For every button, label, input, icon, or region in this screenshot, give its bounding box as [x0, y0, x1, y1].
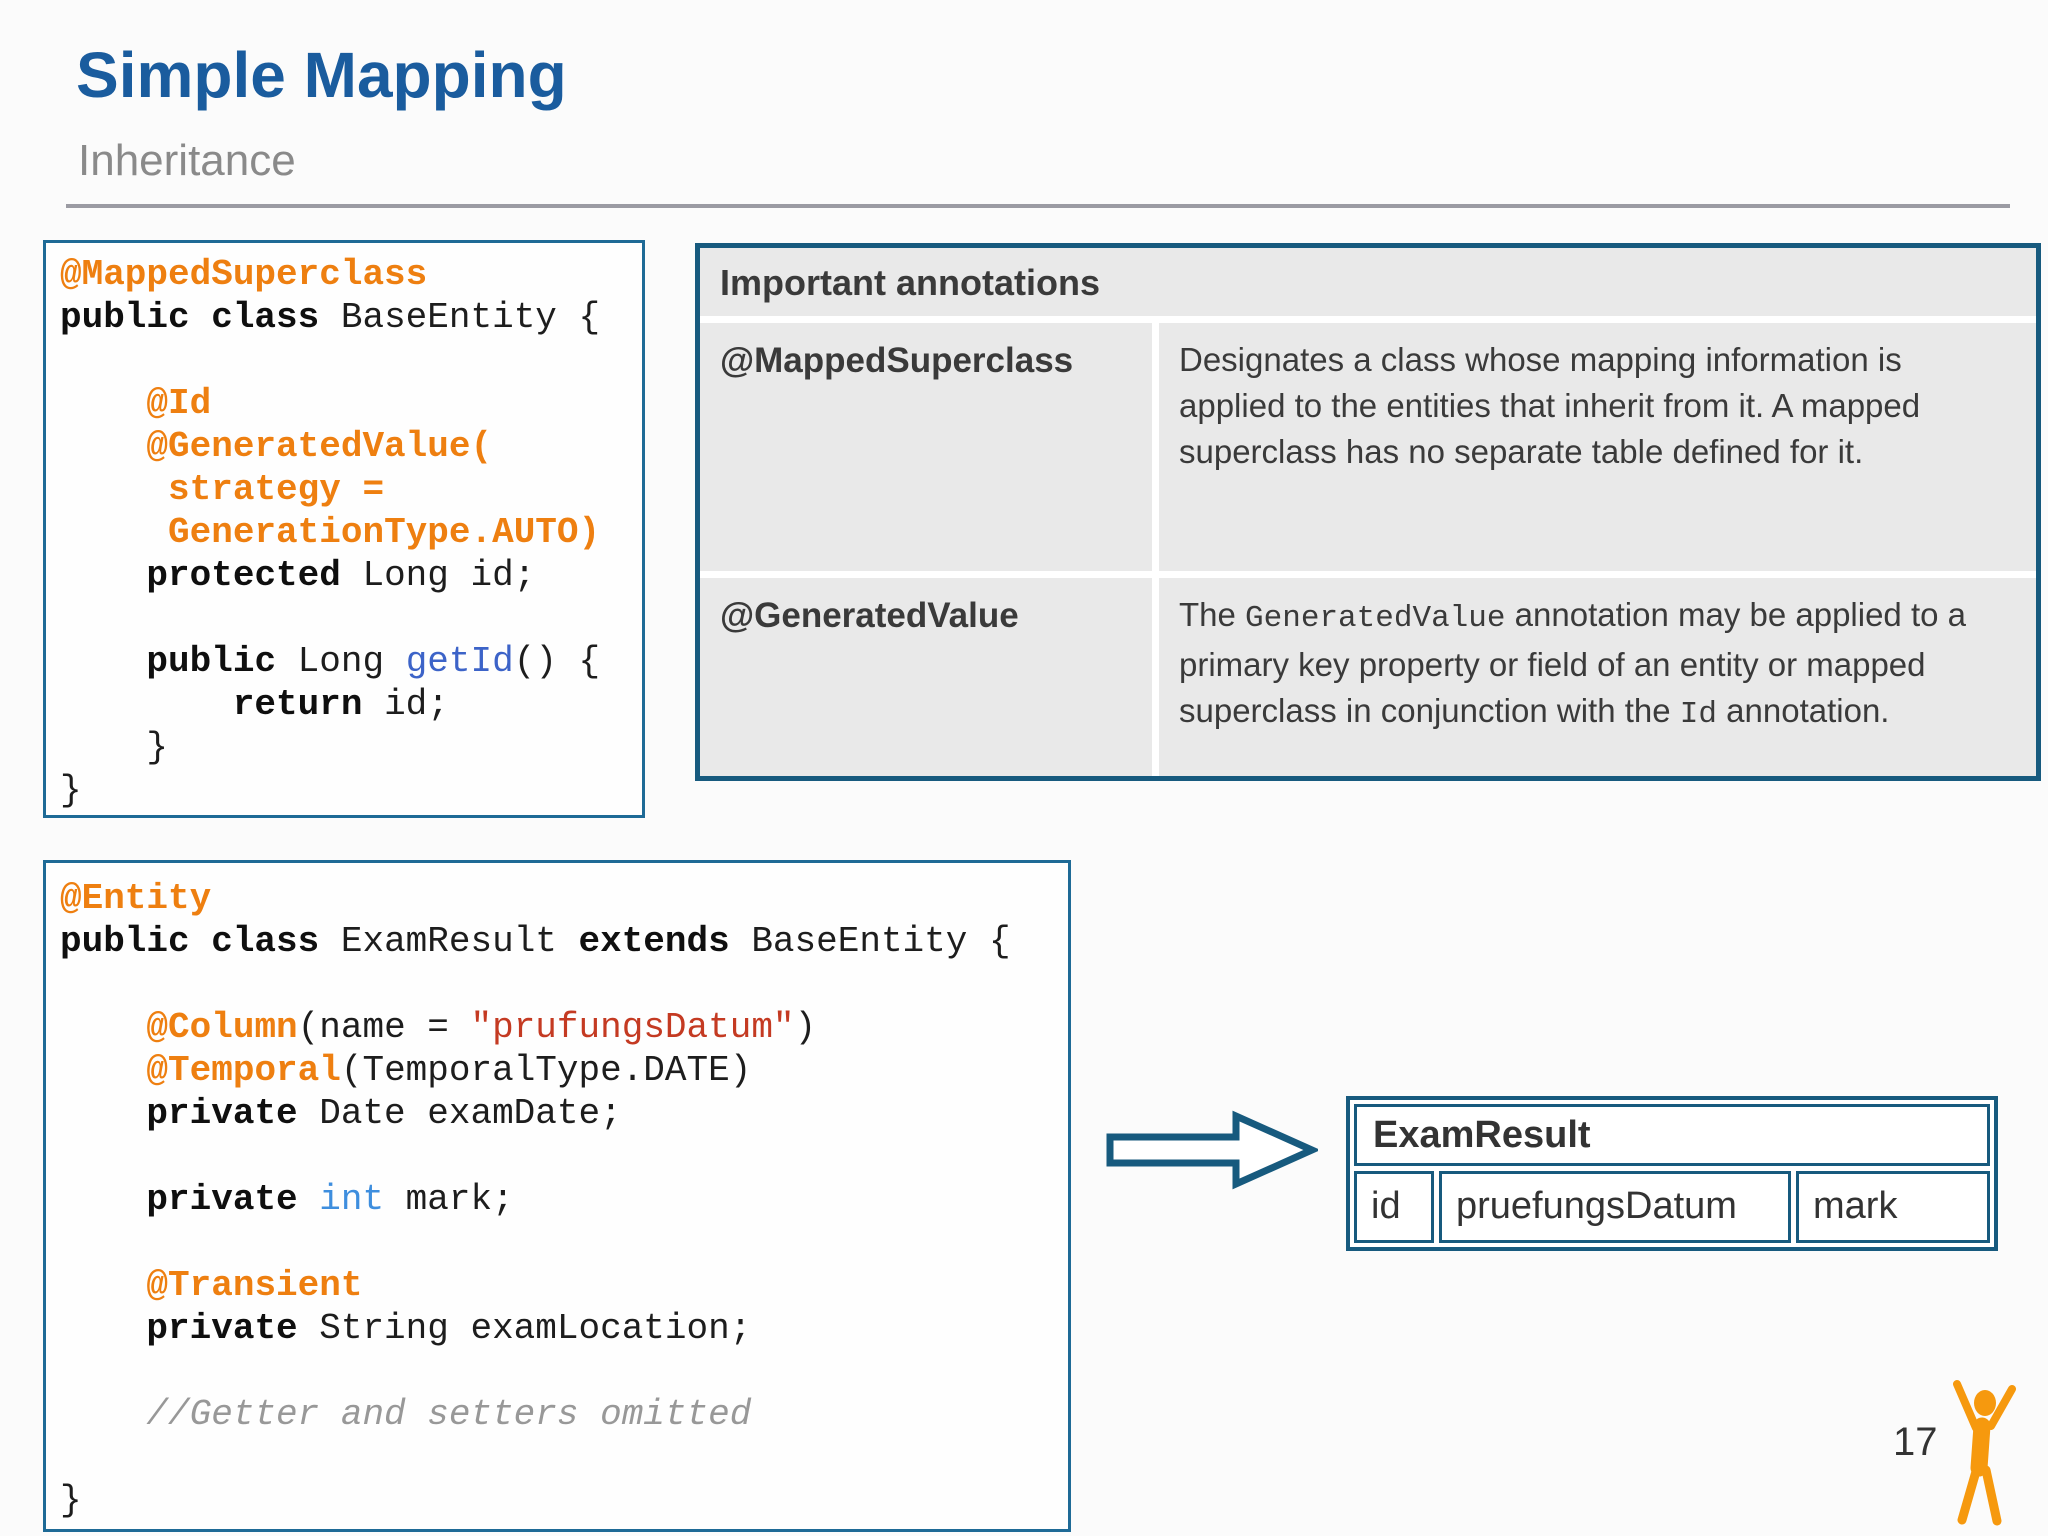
annotations-table-title: Important annotations — [700, 248, 2036, 316]
exam-result-column-mark: mark — [1796, 1171, 1990, 1243]
exam-result-column-id: id — [1354, 1171, 1434, 1243]
exam-result-table-row: id pruefungsDatum mark — [1354, 1171, 1990, 1243]
exam-result-table-title: ExamResult — [1354, 1104, 1990, 1166]
important-annotations-table: Important annotations @MappedSuperclass … — [695, 243, 2041, 781]
annotation-description-generatedvalue: The GeneratedValue annotation may be app… — [1159, 578, 2036, 776]
right-arrow-icon — [1106, 1110, 1318, 1190]
exam-result-table: ExamResult id pruefungsDatum mark — [1346, 1096, 1998, 1251]
jumping-person-icon — [1953, 1380, 2016, 1526]
annotation-name-generatedvalue: @GeneratedValue — [700, 578, 1152, 776]
exam-result-column-pruefungsdatum: pruefungsDatum — [1439, 1171, 1791, 1243]
page-title: Simple Mapping — [76, 39, 567, 111]
annotation-name-mappedsuperclass: @MappedSuperclass — [700, 323, 1152, 571]
page-subtitle: Inheritance — [78, 136, 296, 185]
annotation-description-mappedsuperclass: Designates a class whose mapping informa… — [1159, 323, 2036, 571]
page-number: 17 — [1893, 1420, 1938, 1464]
header-divider — [66, 204, 2010, 208]
